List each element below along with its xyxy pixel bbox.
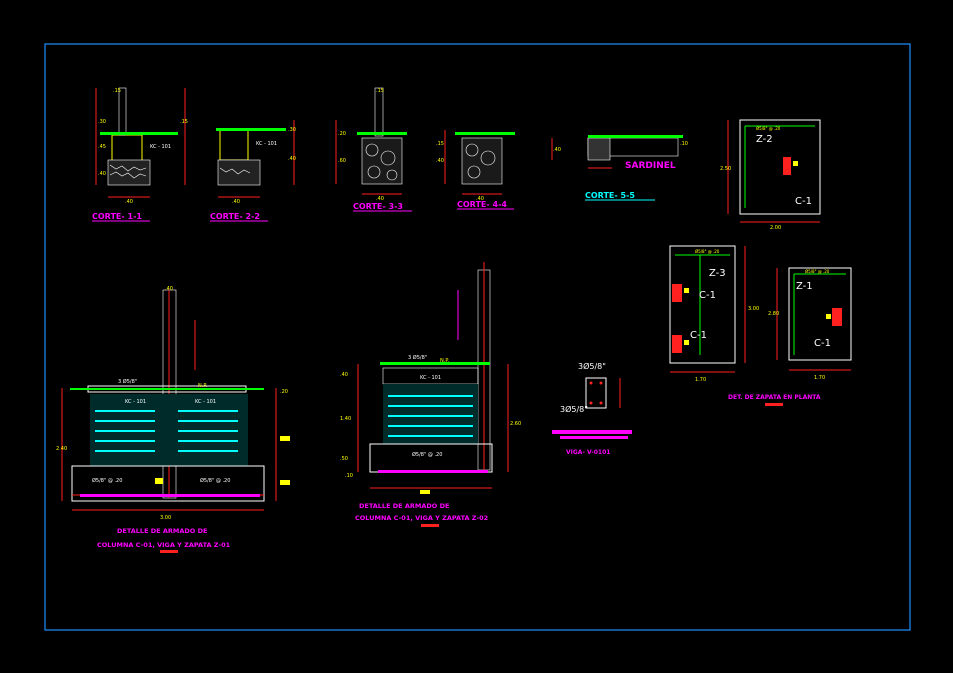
- dim-label: .15: [436, 141, 444, 147]
- dim-label: 1.70: [695, 377, 706, 383]
- dim-label: .40: [476, 196, 484, 202]
- plan-z1: Z-1 C-1 Ø5/8" @ .20 1.70 2.80: [768, 267, 852, 381]
- scale-mark: [765, 403, 783, 406]
- dim-label: .40: [125, 199, 133, 205]
- zapata-label: Z-3: [709, 268, 726, 279]
- section-1-1: .15 .30 .45 .40 .15 KC - 101 .40 CORTE- …: [92, 87, 188, 222]
- dim-label: .40: [98, 171, 106, 177]
- detail-subtitle: COLUMNA C-01, VIGA Y ZAPATA Z-02: [355, 514, 488, 522]
- section-title: CORTE- 2-2: [210, 212, 260, 221]
- rebar-label: Ø5/8" @ .20: [805, 269, 830, 274]
- dim-label: .15: [180, 119, 188, 125]
- dim-label: .45: [98, 144, 106, 150]
- detail-title: DETALLE DE ARMADO DE: [117, 527, 207, 535]
- detail-z02: 3 Ø5/8" N.P. KC - 101 Ø5/8" @ .20 .40 1.…: [340, 262, 521, 527]
- column-label: C-1: [814, 338, 831, 349]
- section-title: CORTE- 3-3: [353, 202, 403, 211]
- dim-label: .10: [680, 141, 688, 147]
- section-5-5: .40 .10 SARDINEL CORTE- 5-5: [551, 135, 688, 201]
- section-title: CORTE- 1-1: [92, 212, 142, 221]
- dim-label: .15: [113, 88, 121, 94]
- rebar-label: Ø5/8" @ .20: [756, 126, 781, 131]
- section-title: CORTE- 4-4: [457, 200, 507, 209]
- section-3-3: .20 .60 .15 .40 CORTE- 3-3: [335, 87, 412, 212]
- dim-label: .40: [376, 196, 384, 202]
- column-label: C-1: [690, 330, 707, 341]
- dim-label: .40: [165, 286, 173, 292]
- plan-detail-title: DET. DE ZAPATA EN PLANTA: [728, 394, 821, 401]
- rebar-label: Ø5/8" @ .20: [412, 451, 442, 458]
- detail-title: DETALLE DE ARMADO DE: [359, 502, 449, 510]
- sardinel-label: SARDINEL: [625, 161, 676, 171]
- dim-label: 2.50: [720, 166, 731, 172]
- rebar-label: 3 Ø5/8": [118, 378, 137, 385]
- kc-label: KC - 101: [125, 399, 146, 405]
- dim-label: 3.00: [748, 306, 759, 312]
- dim-label: .30: [288, 127, 296, 133]
- kc-label: KC - 101: [150, 144, 171, 150]
- section-title: CORTE- 5-5: [585, 191, 635, 200]
- dim-label: .40: [288, 156, 296, 162]
- dim-label: 2.00: [770, 225, 781, 231]
- section-4-4: .15 .40 .40 CORTE- 4-4: [436, 130, 515, 210]
- zapata-label: Z-2: [756, 134, 773, 145]
- dim-label: 2.80: [768, 311, 779, 317]
- dim-label: .20: [280, 389, 288, 395]
- rebar-label: Ø5/8" @ .20: [200, 477, 230, 484]
- rebar-label: Ø5/8" @ .20: [695, 249, 720, 254]
- kc-label: KC - 101: [195, 399, 216, 405]
- beam-bottom-rebar: 3Ø5/8": [560, 404, 588, 414]
- rebar-label: Ø5/8" @ .20: [92, 477, 122, 484]
- dim-label: 1.70: [814, 375, 825, 381]
- dim-label: .10: [345, 473, 353, 479]
- dim-label: .40: [232, 199, 240, 205]
- dim-label: .40: [340, 372, 348, 378]
- plan-z3: Z-3 C-1 C-1 Ø5/8" @ .20 1.70 3.00: [669, 245, 759, 383]
- beam-label: VIGA- V-0101: [566, 449, 610, 456]
- np-label: N.P.: [198, 383, 208, 389]
- kc-label: KC - 101: [256, 141, 277, 147]
- dim-label: .50: [340, 456, 348, 462]
- column-label: C-1: [699, 290, 716, 301]
- dim-label: 3.00: [160, 515, 171, 521]
- kc-label: KC - 101: [420, 375, 441, 381]
- detail-subtitle: COLUMNA C-01, VIGA Y ZAPATA Z-01: [97, 541, 231, 549]
- dim-label: 1.40: [340, 416, 351, 422]
- drawing-frame: [44, 43, 911, 631]
- zapata-label: Z-1: [796, 281, 813, 292]
- beam-section: 3Ø5/8" 3Ø5/8" VIGA- V-0101: [552, 361, 632, 456]
- dim-label: .20: [338, 131, 346, 137]
- section-2-2: .30 .40 KC - 101 .40 CORTE- 2-2: [210, 120, 296, 222]
- beam-top-rebar: 3Ø5/8": [578, 361, 606, 371]
- dim-label: .60: [338, 158, 346, 164]
- dim-label: .40: [436, 158, 444, 164]
- dim-label: 2.40: [56, 446, 67, 452]
- dim-label: .30: [98, 119, 106, 125]
- dim-label: .15: [376, 88, 384, 94]
- column-label: C-1: [795, 196, 812, 207]
- detail-z01: 3 Ø5/8" N.P. KC - 101 KC - 101 Ø5/8" @ .…: [56, 286, 290, 553]
- rebar-label: 3 Ø5/8": [408, 354, 427, 361]
- np-label: N.P.: [440, 358, 450, 364]
- plan-z2: Z-2 C-1 Ø5/8" @ .20 2.00 2.50: [720, 119, 821, 231]
- dim-label: .40: [553, 147, 561, 153]
- dim-label: 2.60: [510, 421, 521, 427]
